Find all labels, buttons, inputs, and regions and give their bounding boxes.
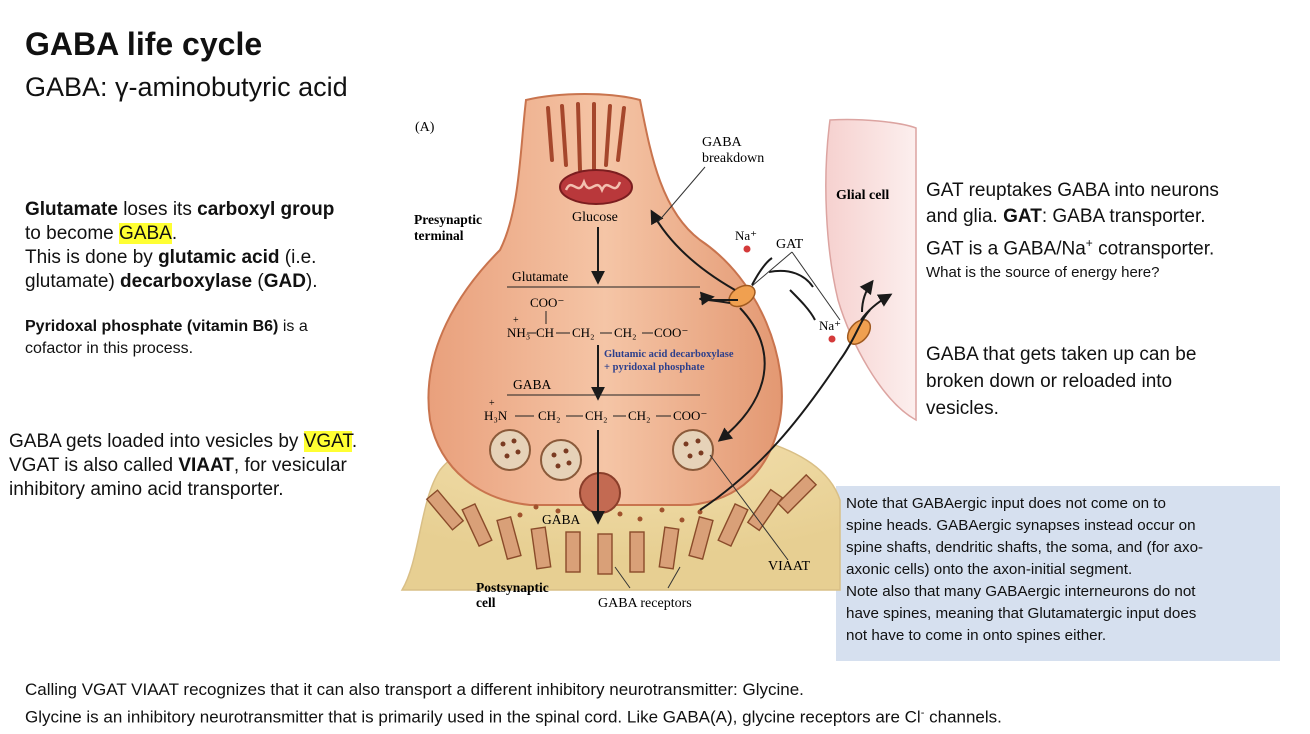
chem-text: CH₂ [628, 408, 651, 423]
sodium-label: Na⁺ [819, 318, 841, 333]
note-line: spine shafts, dendritic shafts, the soma… [846, 539, 1204, 556]
chem-text: COO⁻ [530, 295, 564, 310]
text-span: glutamate) [25, 271, 121, 292]
text-span: is a [278, 318, 308, 335]
chem-text: CH₂ [572, 325, 595, 340]
reload-paragraph: GABA that gets taken up can be broken do… [926, 341, 1306, 422]
cofactor-line: cofactor in this process. [25, 340, 194, 357]
text-span: . [171, 223, 178, 244]
gaba-receptors [425, 473, 818, 575]
postsynaptic-label: Postsynaptic [476, 580, 549, 595]
vgat-line-3: inhibitory amino acid transporter. [9, 479, 284, 500]
chem-text: CH [536, 325, 554, 340]
text-span: ). [305, 271, 318, 292]
gaba-highlight: GABA [119, 223, 172, 244]
note-line: axonic cells) onto the axon-initial segm… [846, 561, 1133, 578]
reload-line-3: vesicles. [926, 398, 999, 419]
cleft-gaba-label: GABA [542, 512, 581, 527]
gad-term: GAD [263, 271, 306, 292]
sodium-ion-icon [743, 245, 751, 253]
chem-text: CH₂ [614, 325, 637, 340]
presynaptic-label: terminal [414, 228, 464, 243]
cofactor-paragraph: Pyridoxal phosphate (vitamin B6) is a co… [25, 316, 405, 360]
microtubules [546, 102, 626, 172]
footer-line-2: Glycine is an inhibitory neurotransmitte… [25, 707, 1002, 728]
text-span: ( [252, 271, 264, 292]
text-span: (i.e. [279, 247, 317, 268]
vgat-highlight: VGAT [303, 431, 352, 452]
text-span: and glia. [926, 206, 1004, 227]
superscript-minus: - [920, 707, 925, 719]
decarboxylase-term: decarboxylase [120, 271, 253, 292]
chem-text: CH₂ [585, 408, 608, 423]
gat-paragraph: GAT reuptakes GABA into neurons and glia… [926, 178, 1306, 284]
panel-label: (A) [415, 120, 435, 135]
text-span: channels. [924, 707, 1002, 727]
chem-text: COO⁻ [654, 325, 688, 340]
viaat-term: VIAAT [178, 455, 234, 476]
glutamate-term: Glutamate [25, 199, 118, 220]
note-line: have spines, meaning that Glutamatergic … [846, 605, 1197, 622]
mitochondrion-icon [559, 169, 633, 205]
note-box: Note that GABAergic input does not come … [836, 486, 1280, 661]
sodium-label: Na⁺ [735, 228, 757, 243]
chem-text: H₃N [484, 408, 508, 423]
footer-line-1: Calling VGAT VIAAT recognizes that it ca… [25, 680, 804, 699]
text-span: to become [25, 223, 119, 244]
text-span: , for vesicular [233, 455, 347, 476]
chem-plus: + [489, 398, 495, 409]
glutamate-paragraph: Glutamate loses its carboxyl group to be… [25, 198, 405, 294]
text-span: This is done by [25, 247, 159, 268]
glutamic-acid-term: glutamic acid [158, 247, 280, 268]
glucose-label: Glucose [572, 210, 618, 225]
gat-line-1: GAT reuptakes GABA into neurons [926, 180, 1219, 201]
glutamate-label: Glutamate [512, 269, 568, 284]
page-subtitle: GABA: γ-aminobutyric acid [25, 72, 348, 102]
vesicles [489, 429, 714, 514]
superscript-plus: + [1085, 236, 1093, 250]
receptors-label: GABA receptors [598, 596, 692, 611]
text-span: GABA gets loaded into vesicles by [9, 431, 304, 452]
vgat-paragraph: GABA gets loaded into vesicles by VGAT. … [9, 430, 419, 502]
presynaptic-label: Presynaptic [414, 212, 482, 227]
text-span: cotransporter. [1092, 238, 1215, 260]
viaat-label: VIAAT [768, 559, 810, 574]
chem-text: NH₃ [507, 325, 530, 340]
breakdown-label: breakdown [702, 151, 764, 166]
gat-label: GAT [776, 237, 804, 252]
note-line: Note also that many GABAergic interneuro… [846, 583, 1196, 600]
note-line: not have to come in onto spines either. [846, 627, 1107, 644]
page-title: GABA life cycle [25, 26, 263, 62]
chem-text: COO⁻ [673, 408, 707, 423]
enzyme-label: Glutamic acid decarboxylase [604, 349, 734, 360]
glial-cell [825, 118, 917, 422]
text-span: . [351, 431, 358, 452]
energy-question: What is the source of energy here? [926, 264, 1160, 282]
gat-term: GAT [1003, 206, 1042, 227]
note-line: spine heads. GABAergic synapses instead … [846, 517, 1196, 534]
text-span: VGAT is also called [9, 455, 179, 476]
chem-text: CH₂ [538, 408, 561, 423]
text-span: Glycine is an inhibitory neurotransmitte… [25, 707, 921, 727]
glial-label: Glial cell [836, 188, 889, 203]
chem-plus: + [513, 315, 519, 326]
reload-line-2: broken down or reloaded into [926, 371, 1173, 392]
reload-line-1: GABA that gets taken up can be [926, 344, 1197, 365]
carboxyl-term: carboxyl group [197, 199, 335, 220]
cleft-gaba-dots [517, 504, 703, 523]
presynaptic-terminal [427, 93, 783, 506]
label-leaders [614, 166, 841, 589]
pathway-arrows [591, 209, 893, 525]
text-span: loses its [117, 199, 198, 220]
note-line: Note that GABAergic input does not come … [846, 495, 1166, 512]
pyridoxal-term: Pyridoxal phosphate (vitamin B6) [25, 318, 279, 335]
postsynaptic-label: cell [476, 595, 496, 610]
enzyme-label: + pyridoxal phosphate [604, 362, 705, 373]
text-span: GAT is a GABA/Na [926, 238, 1086, 260]
gaba-label: GABA [513, 377, 552, 392]
breakdown-label: GABA [702, 135, 743, 150]
sodium-ion-icon [828, 335, 836, 343]
text-span: : GABA transporter. [1041, 206, 1206, 227]
